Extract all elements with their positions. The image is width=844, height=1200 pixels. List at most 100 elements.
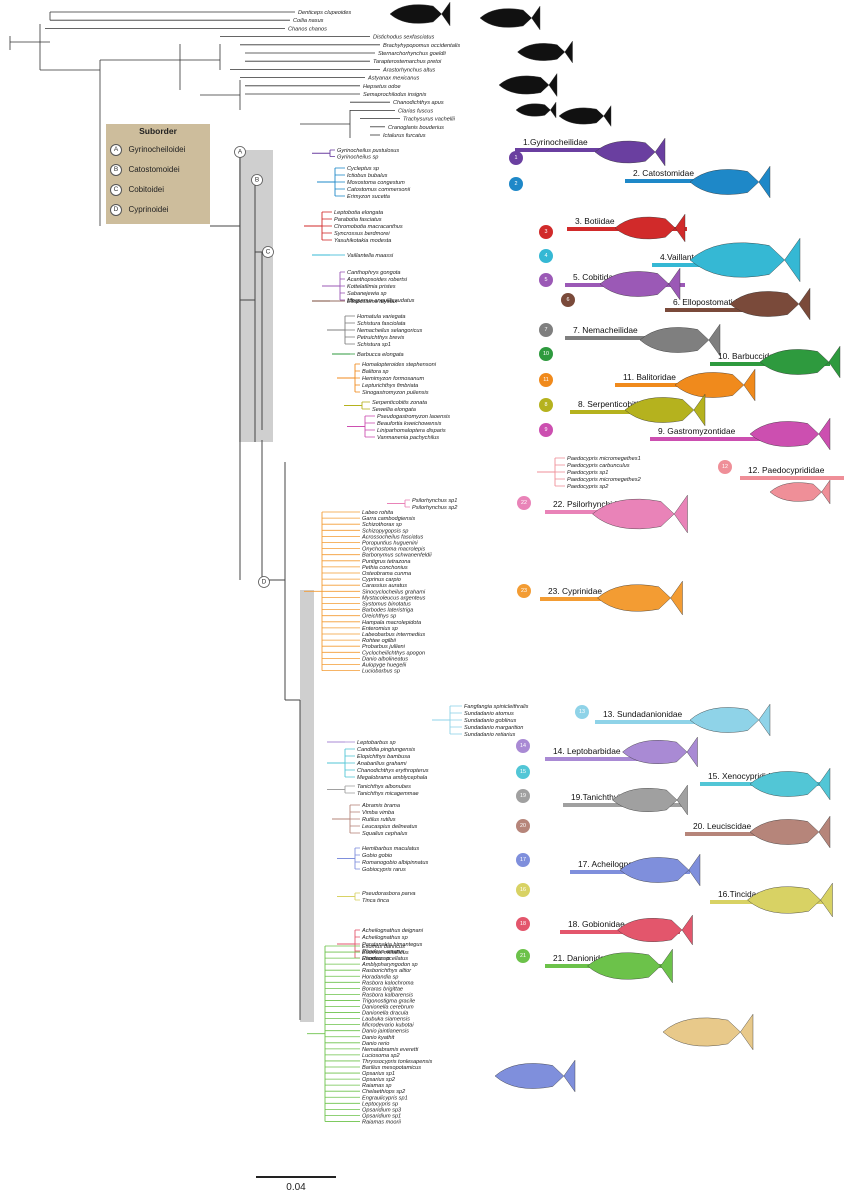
- tip-label-21: Trigonostigma gracile: [362, 998, 415, 1004]
- tip-label-2: Ictiobus bubalus: [347, 173, 388, 179]
- family-name-12: 12. Paedocyprididae: [748, 465, 825, 475]
- tip-label-16: Tinca tinca: [362, 898, 389, 904]
- tip-label-12: Paedocypris sp1: [567, 470, 608, 476]
- tip-label-11: Lepturichthys fimbriata: [362, 383, 418, 389]
- family-name-4: 4.Vaillantellidae: [660, 252, 718, 262]
- tip-label-23: Osteobrama cunma: [362, 571, 411, 577]
- family-name-18: 18. Gobionidae: [568, 919, 625, 929]
- family-name-1: 1.Gyrinocheilidae: [523, 137, 588, 147]
- legend-item-c: C Cobitoidei: [110, 181, 210, 196]
- tip-label-18: Acheilognathus deignani: [361, 928, 424, 934]
- family-badge-label-8: 8: [545, 402, 548, 408]
- family-badge-label-2: 2: [515, 181, 518, 187]
- suborder-node-d: [258, 576, 270, 588]
- tip-label-23: Cyprinus carpio: [362, 577, 401, 583]
- tip-label-18: Rhodeus amarus: [362, 949, 405, 955]
- family-name-21: 21. Danionidae: [553, 953, 610, 963]
- family-name-16: 16.Tincidae: [718, 889, 761, 899]
- family-fish-illustration-4: [689, 237, 801, 283]
- tip-label-5: Sabanejewia sp: [347, 291, 387, 297]
- outgroup-fish-silhouette: [498, 72, 558, 98]
- tip-label-20: Squalius cephalus: [362, 831, 408, 837]
- family-fish-illustration-12-body: [769, 479, 831, 505]
- family-fish-illustration-18: [617, 914, 693, 946]
- tip-label-23: Acrossocheilus fasciatus: [361, 534, 423, 540]
- suborder-node-a: [234, 146, 246, 158]
- tip-label-2: Moxostoma congestum: [347, 180, 405, 186]
- scale-bar-label: 0.04: [286, 1182, 306, 1193]
- tip-label-12: Paedocypris micromegethes2: [567, 477, 642, 483]
- tip-label-21: Danio rerio: [362, 1041, 389, 1047]
- tip-label-21: Opsaridium sp3: [362, 1107, 402, 1113]
- outgroup-tip-label: Cranoglanis bouderius: [388, 125, 444, 131]
- legend-label-c: Cobitoidei: [128, 185, 165, 195]
- tip-label-23: Puntigrus tetrazona: [362, 559, 411, 565]
- family-fish-illustration-15-body: [749, 767, 831, 801]
- tip-label-19: Tanichthys albonubes: [357, 784, 411, 790]
- tip-label-8: Serpenticobitis zonata: [372, 400, 427, 406]
- family-fish-illustration-17: [619, 853, 701, 887]
- outgroup-fish-silhouette-body: [517, 40, 573, 64]
- family-fish-illustration-3-body: [614, 213, 686, 243]
- tip-label-15: Elopichthys bambusa: [357, 754, 410, 760]
- tip-label-23: Garra cambodgiensis: [362, 516, 415, 522]
- family-badge-23: [517, 584, 531, 598]
- tip-label-21: Leptocypris sp: [362, 1101, 398, 1107]
- tip-label-23: Cyclocheilichthys apogon: [362, 650, 425, 656]
- tip-label-18: Acheilognathus sp: [361, 935, 408, 941]
- support-shade-cobitoidei: [239, 150, 273, 442]
- family-name-5: 5. Cobitidae: [573, 272, 618, 282]
- family-badge-label-23: 23: [521, 588, 527, 594]
- family-fish-illustration-5-body: [599, 267, 681, 301]
- tip-label-15: Anabarilius grahami: [356, 761, 407, 767]
- tip-label-21: Laubuka siamensis: [362, 1017, 410, 1023]
- family-badge-17: [516, 853, 530, 867]
- family-bar-2: [625, 179, 745, 183]
- legend-item-b: B Catostomoidei: [110, 161, 210, 176]
- danionella-fish-illustration: [662, 1013, 754, 1051]
- tip-label-20: Rutilus rutilus: [362, 817, 396, 823]
- family-bar-20: [685, 832, 805, 836]
- family-fish-illustration-14-body: [622, 736, 698, 768]
- family-fish-illustration-11: [674, 368, 756, 402]
- family-badge-18: [516, 917, 530, 931]
- family-badge-label-9: 9: [545, 427, 548, 433]
- family-bar-13: [595, 720, 715, 724]
- tip-label-21: Thryssocypris tonlesapensis: [362, 1059, 432, 1065]
- tip-label-23: Mystacoleucus argenteus: [362, 595, 426, 601]
- family-bar-14: [545, 757, 665, 761]
- family-name-23: 23. Cyprinidae: [548, 586, 602, 596]
- tip-label-21: Rasborichthys altior: [362, 968, 412, 974]
- family-fish-illustration-10: [759, 345, 841, 379]
- family-badge-label-17: 17: [520, 857, 526, 863]
- family-badge-5: [539, 273, 553, 287]
- legend-label-a: Gyrinocheiloidei: [128, 145, 186, 155]
- suborder-node-label: A: [238, 149, 243, 156]
- tip-label-14: Leptobarbus sp: [357, 740, 396, 746]
- family-badge-2: [509, 177, 523, 191]
- family-badge-label-22: 22: [521, 500, 527, 506]
- outgroup-tip-label: Denticeps clupeoides: [298, 10, 351, 16]
- tip-label-17: Gobio gobio: [362, 853, 392, 859]
- tip-label-21: Rasbora kalbarensis: [362, 992, 413, 998]
- family-fish-illustration-5: [599, 267, 681, 301]
- tip-label-23: Luciobarbus sp: [362, 669, 400, 675]
- tip-label-9: Pseudogastromyzon laoensis: [377, 414, 450, 420]
- tip-label-3: Leptobotia elongata: [334, 210, 383, 216]
- legend-circle-c: C: [110, 183, 122, 196]
- tip-label-5: Kottelatlimia pristes: [347, 284, 396, 290]
- tip-label-11: Balitora sp: [362, 369, 388, 375]
- outgroup-tip-label: Hepsetus odoe: [363, 84, 401, 90]
- family-name-17: 17. Acheilognathidae: [578, 859, 656, 869]
- tip-label-3: Chromobotia macracanthus: [334, 224, 403, 230]
- tip-label-21: Danio jaintianensis: [362, 1029, 409, 1035]
- tip-label-3: Yasuhikotakia modesta: [334, 238, 391, 244]
- tip-label-23: Carassius auratus: [362, 583, 407, 589]
- outgroup-tip-label: Astyanax mexicanus: [367, 76, 420, 82]
- legend-circle-d: D: [110, 203, 122, 216]
- tip-label-21: Raiamas sp: [362, 1083, 392, 1089]
- family-badge-7: [539, 323, 553, 337]
- tip-label-6: Ellopostoma mystax: [347, 299, 397, 305]
- family-fish-illustration-22-body: [592, 494, 688, 534]
